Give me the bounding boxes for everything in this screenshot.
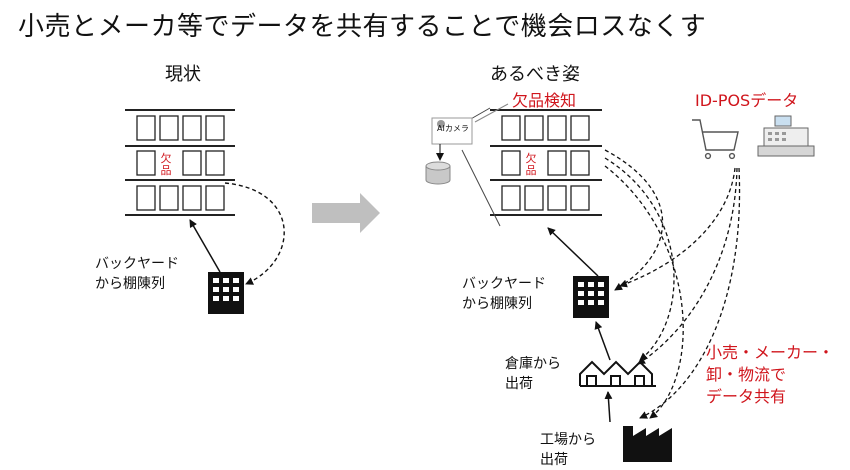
warehouse-to-store-arrow — [594, 321, 611, 361]
camera-lens-icon — [437, 120, 445, 128]
camera-view-line — [461, 149, 501, 227]
factory-line-1: 工場から — [540, 432, 596, 448]
ideal-state-heading: あるべき姿 — [490, 64, 580, 85]
ai-camera-box — [431, 117, 473, 145]
current-state-heading: 現状 — [165, 64, 201, 85]
factory-icon — [623, 426, 672, 462]
cash-register-icon — [757, 115, 815, 157]
shelf-icon — [490, 109, 602, 216]
shelf-icon — [125, 109, 235, 216]
out-of-stock-tag: 欠品 — [525, 152, 537, 177]
backyard-line-2: から棚陳列 — [462, 296, 532, 312]
idpos-data-arrows — [619, 167, 741, 419]
backyard-line-1: バックヤード — [95, 256, 179, 272]
backyard-line-1: バックヤード — [462, 276, 546, 292]
detection-callout-line — [474, 103, 509, 123]
ai-camera-label: AIカメラ — [437, 124, 469, 133]
warehouse-line-2: 出荷 — [505, 376, 533, 392]
sharing-line-3: データ共有 — [706, 387, 787, 406]
page-title: 小売とメーカ等でデータを共有することで機会ロスなくす — [18, 12, 707, 42]
factory-to-warehouse-arrow — [604, 391, 613, 423]
cart-icon — [692, 119, 739, 160]
restock-arrow — [547, 227, 599, 277]
store-building-icon — [208, 272, 244, 314]
factory-line-2: 出荷 — [540, 452, 568, 468]
detection-label: 欠品検知 — [512, 91, 577, 110]
warehouse-line-1: 倉庫から — [505, 356, 561, 372]
restock-arrow — [189, 219, 221, 273]
idpos-label: ID-POSデータ — [695, 91, 799, 110]
feedback-dashed-arrow — [224, 182, 285, 285]
out-of-stock-tag: 欠品 — [160, 152, 172, 177]
shelf-data-arrows — [604, 149, 684, 419]
backyard-line-2: から棚陳列 — [95, 276, 165, 292]
store-building-icon — [573, 276, 609, 318]
warehouse-icon — [579, 360, 656, 387]
arrow-right-icon — [312, 193, 380, 233]
database-icon — [425, 161, 451, 185]
sharing-line-2: 卸・物流で — [706, 365, 787, 384]
sharing-line-1: 小売・メーカー・ — [706, 343, 835, 362]
